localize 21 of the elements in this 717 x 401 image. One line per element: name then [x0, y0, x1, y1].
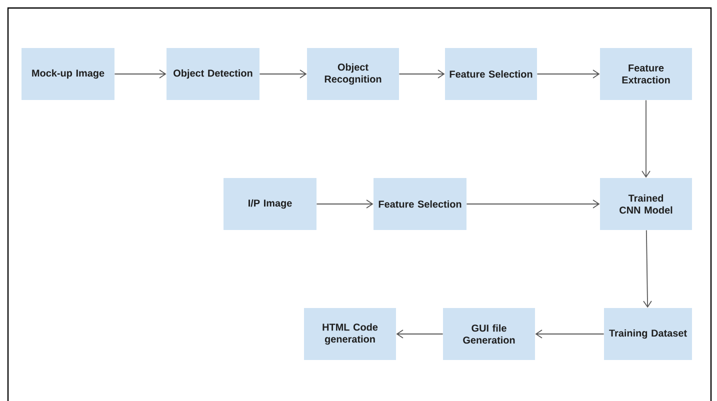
arrow — [643, 230, 652, 308]
arrow — [642, 100, 650, 178]
process-box: Feature Extraction — [600, 48, 692, 100]
process-box: Training Dataset — [604, 308, 692, 360]
arrow — [398, 70, 445, 78]
process-box: Trained CNN Model — [600, 178, 692, 230]
process-box: I/P Image — [224, 178, 316, 230]
process-box: GUI file Generation — [443, 308, 535, 360]
arrow — [466, 200, 600, 208]
arrow — [535, 330, 604, 338]
process-box: Feature Selection — [374, 178, 466, 230]
arrow — [114, 70, 166, 78]
arrow — [536, 70, 600, 78]
process-box: Feature Selection — [445, 48, 537, 100]
process-box: Object Recognition — [307, 48, 399, 100]
process-box: Mock-up Image — [22, 48, 114, 100]
process-box: Object Detection — [166, 48, 260, 100]
arrow — [396, 330, 444, 338]
process-box: HTML Code generation — [304, 308, 396, 360]
arrow — [259, 70, 307, 78]
arrow — [316, 200, 374, 208]
